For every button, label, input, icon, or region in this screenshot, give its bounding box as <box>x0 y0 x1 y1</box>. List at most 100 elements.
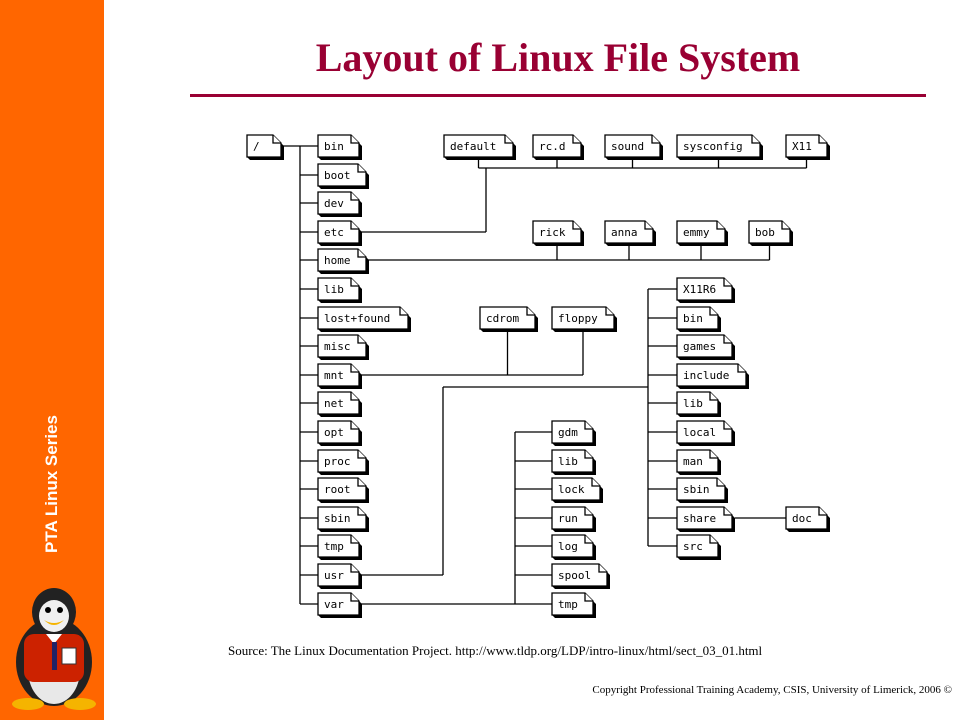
node-sbin: sbin <box>317 506 369 532</box>
node-var-gdm: gdm <box>551 420 596 446</box>
node-lib: lib <box>317 277 362 303</box>
node-usr-include: include <box>676 363 749 389</box>
node-lost-found: lost+found <box>317 306 411 332</box>
copyright-notice: Copyright Professional Training Academy,… <box>592 684 952 696</box>
node-share-doc-label: doc <box>792 512 812 525</box>
node-var-gdm-label: gdm <box>558 426 578 439</box>
node-mnt: mnt <box>317 363 362 389</box>
node-var-tmp: tmp <box>551 592 596 618</box>
node-mnt-floppy: floppy <box>551 306 617 332</box>
node-share-doc: doc <box>785 506 830 532</box>
node-var-label: var <box>324 598 344 611</box>
node-var: var <box>317 592 362 618</box>
node-etc-default: default <box>443 134 516 160</box>
node-usr: usr <box>317 563 362 589</box>
node-usr-src: src <box>676 534 721 560</box>
node-net: net <box>317 391 362 417</box>
node-usr-include-label: include <box>683 369 729 382</box>
node-dev-label: dev <box>324 197 344 210</box>
node-var-run-label: run <box>558 512 578 525</box>
node-usr-local-label: local <box>683 426 716 439</box>
node-root: / <box>246 134 284 160</box>
node-var-lib: lib <box>551 449 596 475</box>
node-var-lock-label: lock <box>558 483 585 496</box>
node-mnt-cdrom-label: cdrom <box>486 312 519 325</box>
node-home-anna: anna <box>604 220 656 246</box>
title-divider <box>190 94 926 97</box>
node-mnt-label: mnt <box>324 369 344 382</box>
node-dev: dev <box>317 191 362 217</box>
node-home-bob-label: bob <box>755 226 775 239</box>
node-etc-sysconfig: sysconfig <box>676 134 763 160</box>
node-etc-sysconfig-label: sysconfig <box>683 140 743 153</box>
sidebar: PTA Linux Series <box>0 0 104 720</box>
node-misc-label: misc <box>324 340 351 353</box>
node-usr-sbin-label: sbin <box>683 483 710 496</box>
node-home-rick: rick <box>532 220 584 246</box>
node-var-lib-label: lib <box>558 455 578 468</box>
node-root-label: / <box>253 140 260 153</box>
slide-title: Layout of Linux File System <box>315 35 801 80</box>
node-bin: bin <box>317 134 362 160</box>
node-home-emmy: emmy <box>676 220 728 246</box>
node-etc-rc-d-label: rc.d <box>539 140 566 153</box>
node-opt: opt <box>317 420 362 446</box>
node-opt-label: opt <box>324 426 344 439</box>
node-usr-src-label: src <box>683 540 703 553</box>
node-usr-games: games <box>676 334 735 360</box>
node-home: home <box>317 248 369 274</box>
node-boot-label: boot <box>324 169 351 182</box>
node-usr-bin-label: bin <box>683 312 703 325</box>
node-bin-label: bin <box>324 140 344 153</box>
node-home-bob: bob <box>748 220 793 246</box>
node-mnt-floppy-label: floppy <box>558 312 598 325</box>
node-usr-sbin: sbin <box>676 477 728 503</box>
node-etc-x11-label: X11 <box>792 140 812 153</box>
penguin-mascot-icon <box>12 588 96 710</box>
node-net-label: net <box>324 397 344 410</box>
node-etc: etc <box>317 220 362 246</box>
node-var-tmp-label: tmp <box>558 598 578 611</box>
node-lib-label: lib <box>324 283 344 296</box>
node-var-spool: spool <box>551 563 610 589</box>
node-usr-man: man <box>676 449 721 475</box>
node-home-anna-label: anna <box>611 226 638 239</box>
node-usr-lib-label: lib <box>683 397 703 410</box>
node-proc: proc <box>317 449 369 475</box>
node-var-log: log <box>551 534 596 560</box>
node-sbin-label: sbin <box>324 512 351 525</box>
node-usr-bin: bin <box>676 306 721 332</box>
node-root: root <box>317 477 369 503</box>
node-etc-default-label: default <box>450 140 496 153</box>
node-home-emmy-label: emmy <box>683 226 710 239</box>
node-etc-rc-d: rc.d <box>532 134 584 160</box>
node-usr-man-label: man <box>683 455 703 468</box>
node-usr-share-label: share <box>683 512 716 525</box>
node-usr-games-label: games <box>683 340 716 353</box>
node-home-label: home <box>324 254 351 267</box>
node-usr-local: local <box>676 420 735 446</box>
node-usr-lib: lib <box>676 391 721 417</box>
node-var-log-label: log <box>558 540 578 553</box>
node-tmp-label: tmp <box>324 540 344 553</box>
node-var-run: run <box>551 506 596 532</box>
node-tmp: tmp <box>317 534 362 560</box>
node-var-lock: lock <box>551 477 603 503</box>
node-etc-label: etc <box>324 226 344 239</box>
node-lost-found-label: lost+found <box>324 312 390 325</box>
node-usr-x11r6-label: X11R6 <box>683 283 716 296</box>
file-system-tree: / bin boot dev etc home lib lost+found misc mnt ne… <box>246 134 830 618</box>
node-etc-sound-label: sound <box>611 140 644 153</box>
node-misc: misc <box>317 334 369 360</box>
node-var-spool-label: spool <box>558 569 591 582</box>
node-usr-share: share <box>676 506 735 532</box>
source-citation: Source: The Linux Documentation Project.… <box>228 643 763 658</box>
node-etc-x11: X11 <box>785 134 830 160</box>
node-usr-label: usr <box>324 569 344 582</box>
node-proc-label: proc <box>324 455 351 468</box>
node-usr-x11r6: X11R6 <box>676 277 735 303</box>
node-boot: boot <box>317 163 369 189</box>
node-home-rick-label: rick <box>539 226 566 239</box>
node-etc-sound: sound <box>604 134 663 160</box>
node-mnt-cdrom: cdrom <box>479 306 538 332</box>
